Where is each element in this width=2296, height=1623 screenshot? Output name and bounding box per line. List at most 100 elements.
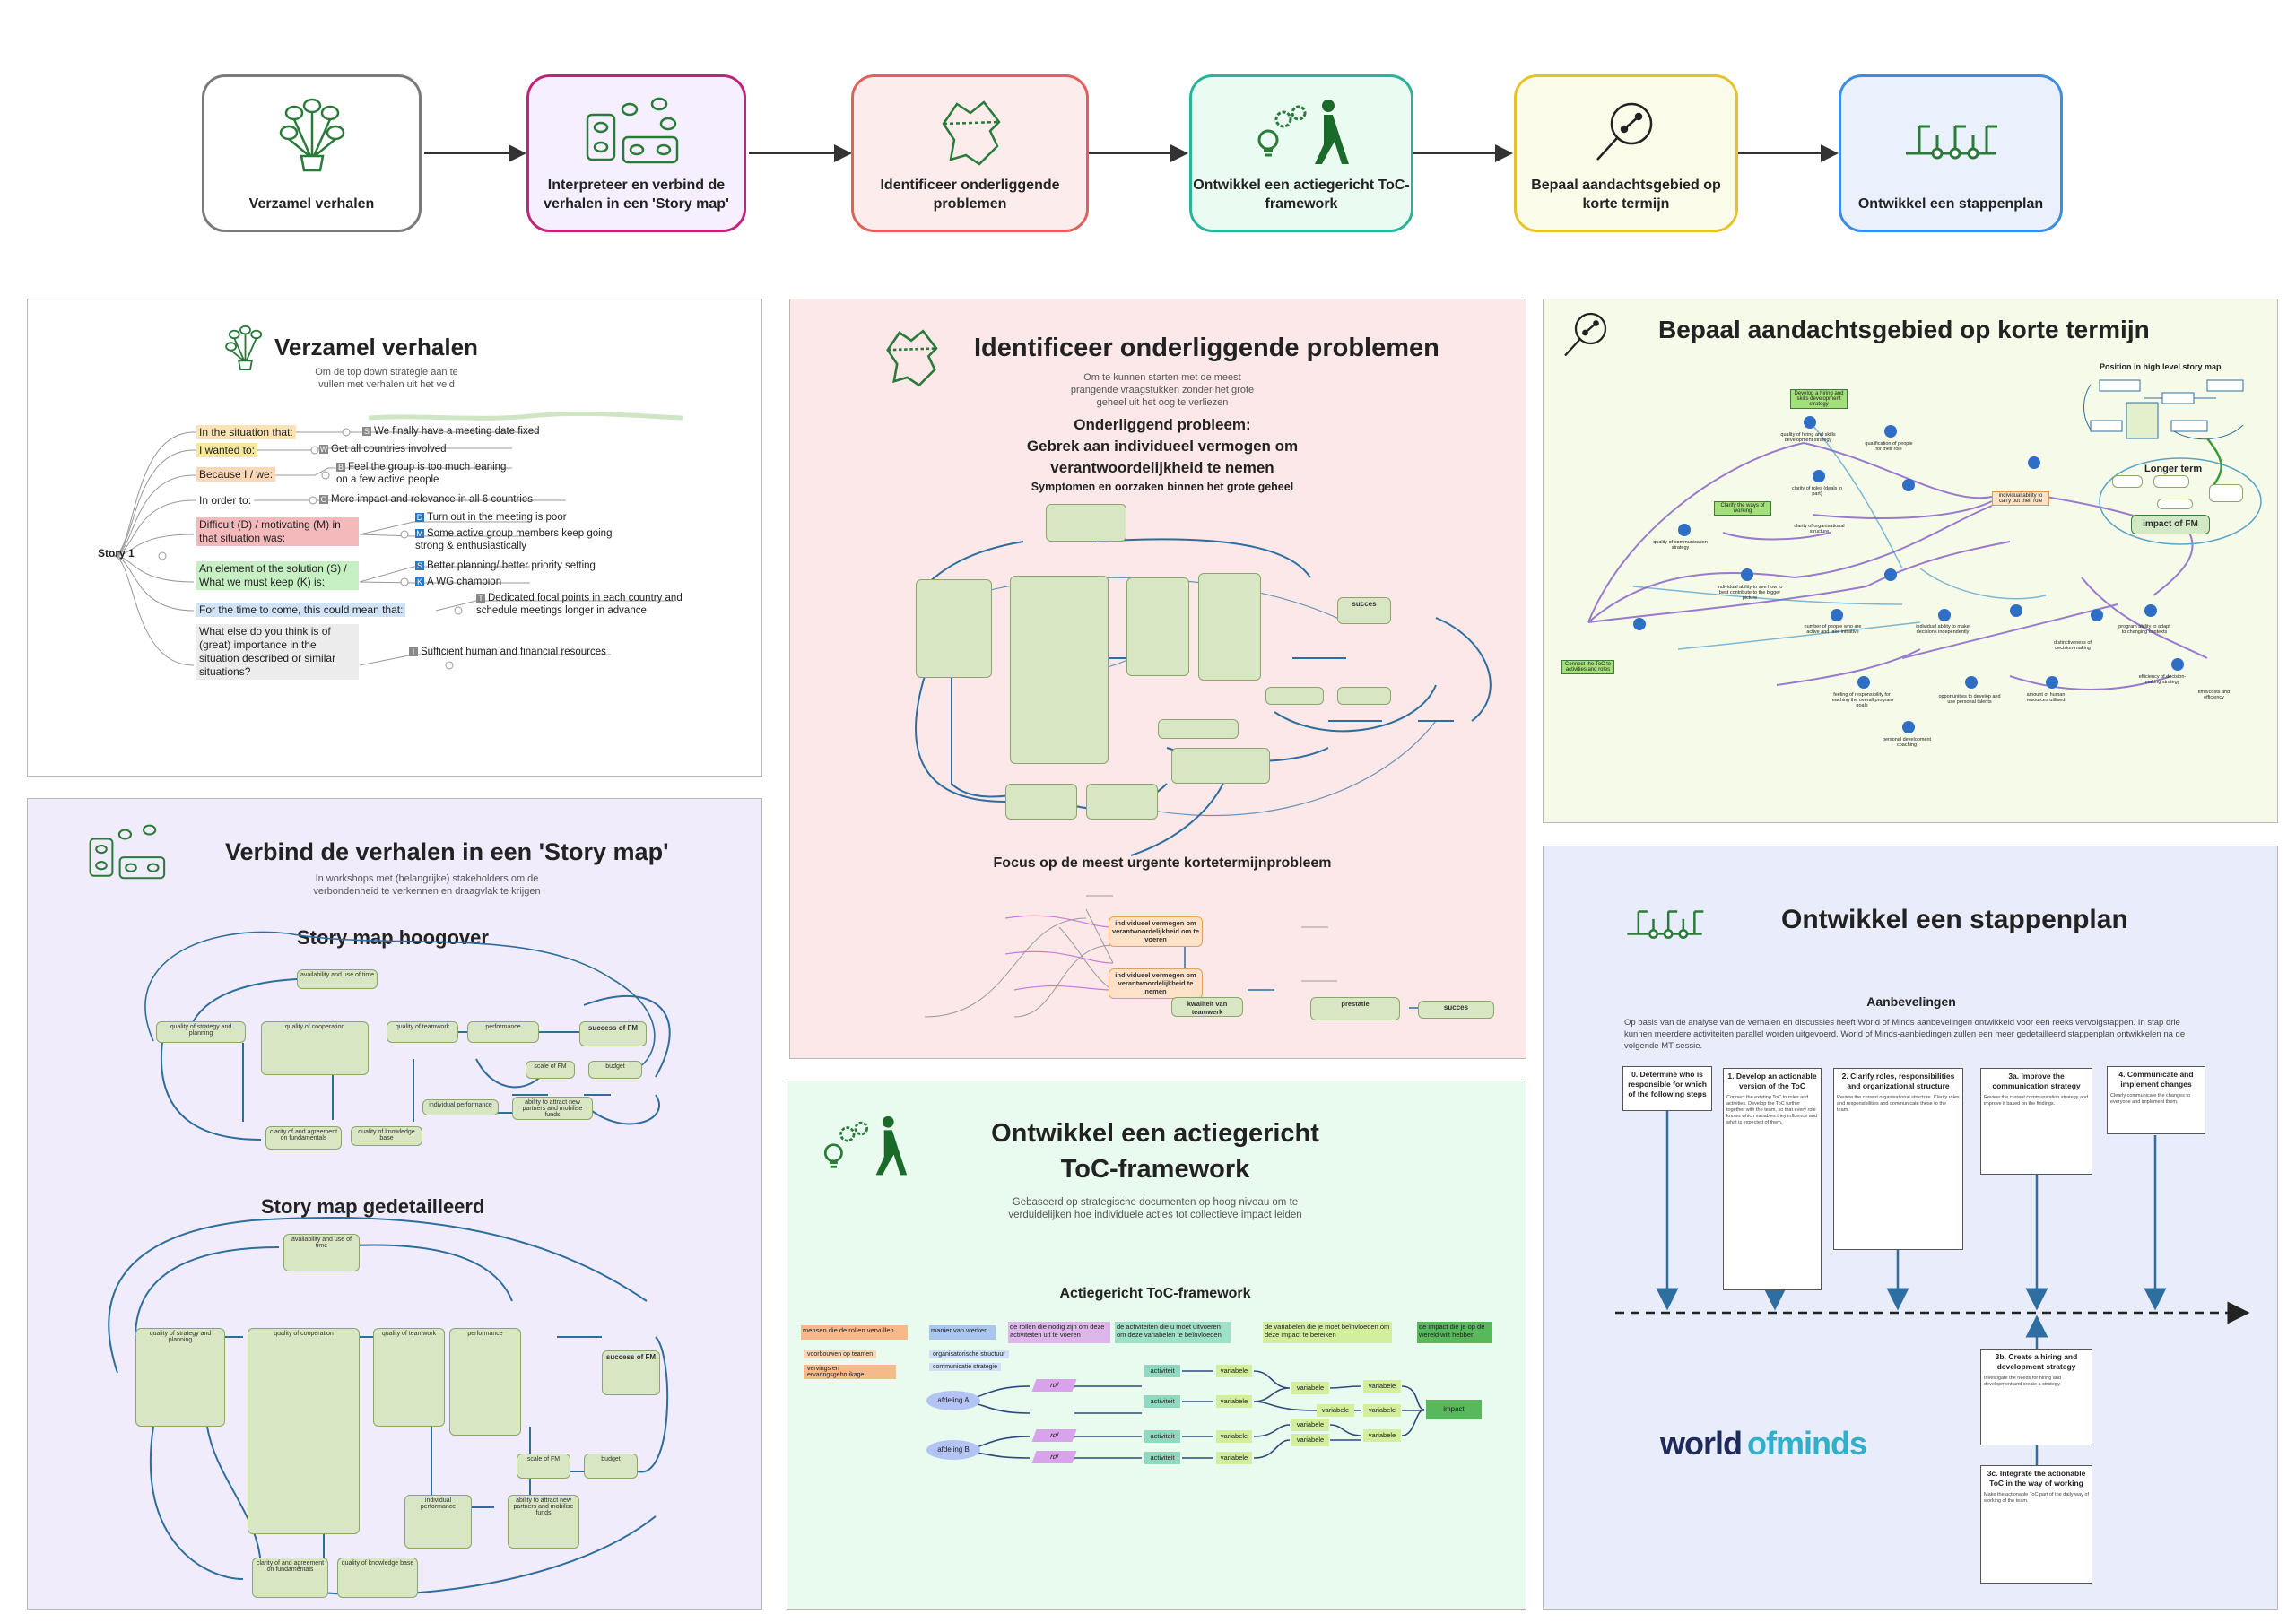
problem-node-succes: succes — [1337, 597, 1391, 624]
person-icon — [1813, 470, 1825, 482]
step-body: Investigate the needs for hiring and dev… — [1984, 1376, 2061, 1387]
node-label: time/costs and efficiency — [2197, 690, 2231, 700]
toc-left-item: vervings en ervaringsgebruikage — [804, 1365, 896, 1379]
flow-step-identificeer: Identificeer onderliggende problemen — [851, 74, 1089, 232]
panel-stappenplan: Ontwikkel een stappenplan Aanbevelingen … — [1543, 846, 2278, 1610]
step-title: 3b. Create a hiring and development stra… — [1995, 1352, 2078, 1371]
bulb-gears-walker-icon — [1257, 100, 1349, 164]
story-value-text: Feel the group is too much leaning on a … — [336, 462, 507, 485]
person-icon — [1965, 676, 1978, 689]
subtitle-line: verbondenheid te verkennen en draagvlak … — [313, 886, 541, 897]
node-knowledge: quality of knowledge base — [351, 1126, 422, 1146]
toc-header: mensen die de rollen vervullen — [801, 1325, 908, 1340]
node-performance: performance — [467, 1021, 539, 1043]
step-title: 3c. Integrate the actionable ToC in the … — [1987, 1469, 2086, 1488]
story-row-label: Difficult (D) / motivating (M) in that s… — [196, 517, 359, 546]
story-map-icon — [89, 824, 166, 880]
person-icon — [1804, 416, 1816, 429]
step-title: 1. Develop an actionable version of the … — [1727, 1072, 1817, 1090]
flow-step-stappenplan: Ontwikkel een stappenplan — [1839, 74, 2063, 232]
panel-title: Bepaal aandachtsgebied op korte termijn — [1658, 316, 2150, 343]
problem-node — [1158, 719, 1239, 739]
node-availability: availability and use of time — [283, 1234, 360, 1271]
panel-problemen: Identificeer onderliggende problemen Om … — [789, 299, 1526, 1059]
panel-toc: Ontwikkel een actiegericht ToC-framework… — [787, 1081, 1526, 1610]
step-4: 4. Communicate and implement changes Cle… — [2107, 1066, 2205, 1134]
flow-step-label: Ontwikkel een actiegericht ToC-framework — [1193, 178, 1410, 212]
node-clarity: clarity of and agreement on fundamentals — [252, 1558, 328, 1598]
story-value-text: Some active group members keep going str… — [415, 528, 613, 551]
connect-toc-node: Connect the ToC to activities and roles — [1561, 660, 1614, 674]
focus-node-nemen: individueel vermogen om verantwoordelijk… — [1109, 968, 1203, 999]
framework-heading: Actiegericht ToC-framework — [1059, 1286, 1251, 1301]
node-label: quality of hiring and skills development… — [1780, 432, 1836, 443]
node-strategy: quality of strategy and planning — [156, 1021, 246, 1043]
node-individual-performance: individual performance — [404, 1495, 472, 1549]
step-body: Clearly communicate the changes to every… — [2110, 1093, 2190, 1105]
node-strategy: quality of strategy and planning — [135, 1328, 225, 1427]
subtitle-line: vullen met verhalen uit het veld — [318, 379, 455, 390]
longer-term-label: Longer term — [2144, 464, 2203, 474]
focus-node-succes: succes — [1418, 1001, 1494, 1019]
node-label: individual ability to see how to best co… — [1717, 585, 1783, 601]
magnifier-icon — [1564, 312, 1607, 357]
toc-mid-item: organisatorische structuur — [929, 1350, 1009, 1358]
person-icon — [1678, 524, 1691, 536]
story-value-text: More impact and relevance in all 6 count… — [331, 494, 534, 505]
aanbevelingen-intro: Op basis van de analyse van de verhalen … — [1624, 1018, 2186, 1051]
flow-step-aandacht: Bepaal aandachtsgebied op korte termijn — [1514, 74, 1738, 232]
storymap-detailed-links — [108, 1216, 669, 1596]
panel-verzamel: Verzamel verhalen Om de top down strateg… — [27, 299, 762, 777]
story-bubbles-icon — [279, 98, 344, 172]
panel-title: Verbind de verhalen in een 'Story map' — [225, 838, 669, 865]
toc-activity: activiteit — [1144, 1452, 1180, 1464]
title-line: Ontwikkel een actiegericht — [991, 1119, 1319, 1148]
problem-line: Gebrek aan individueel vermogen om — [1026, 438, 1299, 455]
story-row-label: For the time to come, this could mean th… — [196, 603, 406, 617]
storymap-gedetailleerd-title: Story map gedetailleerd — [261, 1195, 485, 1218]
node-label: opportunities to develop and use persona… — [1938, 694, 2001, 705]
problem-line: verantwoordelijkheid te nemen — [1050, 459, 1274, 476]
step-body: Make the actionable ToC part of the dail… — [1984, 1492, 2089, 1504]
panel-subtitle: Gebaseerd op strategische documenten op … — [1003, 1196, 1308, 1221]
toc-afdeling-a: afdeling A — [926, 1391, 980, 1410]
logo-part: minds — [1775, 1425, 1867, 1462]
panel-aandacht: Bepaal aandachtsgebied op korte termijn … — [1543, 299, 2278, 823]
flow-step-toc: Ontwikkel een actiegericht ToC-framework — [1189, 74, 1413, 232]
toc-header: manier van werken — [929, 1325, 996, 1340]
problem-node — [1198, 573, 1261, 681]
toc-variable: variabele — [1363, 1380, 1401, 1393]
step-3a: 3a. Improve the communication strategy R… — [1980, 1068, 2092, 1175]
bulb-gears-walker-icon — [823, 1115, 908, 1176]
step-title: 0. Determine who is responsible for whic… — [1628, 1070, 1707, 1098]
node-label: program ability to adapt to changing con… — [2118, 624, 2170, 635]
flow-step-verzamel: Verzamel verhalen — [202, 74, 422, 232]
flow-step-interpreteer: Interpreteer en verbind de verhalen in e… — [526, 74, 746, 232]
problem-node — [1086, 784, 1158, 820]
symptoms-heading: Symptomen en oorzaken binnen het grote g… — [1031, 481, 1294, 493]
position-label: Position in high level story map — [2100, 362, 2222, 371]
node-label: personal development coaching — [1882, 737, 1932, 748]
node-cooperation: quality of cooperation — [261, 1021, 369, 1075]
problem-node — [1010, 576, 1109, 764]
logo-part: of — [1747, 1425, 1777, 1462]
node-cooperation: quality of cooperation — [248, 1328, 360, 1534]
focus-node-omvoeren: individueel vermogen om verantwoordelijk… — [1109, 916, 1203, 947]
story-row-label: Because I / we: — [196, 467, 276, 482]
toc-variable: variabele — [1216, 1365, 1252, 1377]
person-icon — [2046, 676, 2058, 689]
node-success: success of FM — [579, 1021, 647, 1046]
story-bubbles-icon — [225, 325, 263, 371]
toc-header: de variabelen die je moet beïnvloeden om… — [1263, 1322, 1392, 1343]
problem-node — [1337, 687, 1391, 705]
toc-role: rol — [1031, 1451, 1077, 1463]
flow-step-label: Identificeer onderliggende problemen — [880, 178, 1060, 212]
panel-title: Verzamel verhalen — [274, 334, 478, 360]
toc-variable: variabele — [1292, 1382, 1329, 1394]
node-label: individual ability to make decisions ind… — [1916, 624, 1970, 635]
